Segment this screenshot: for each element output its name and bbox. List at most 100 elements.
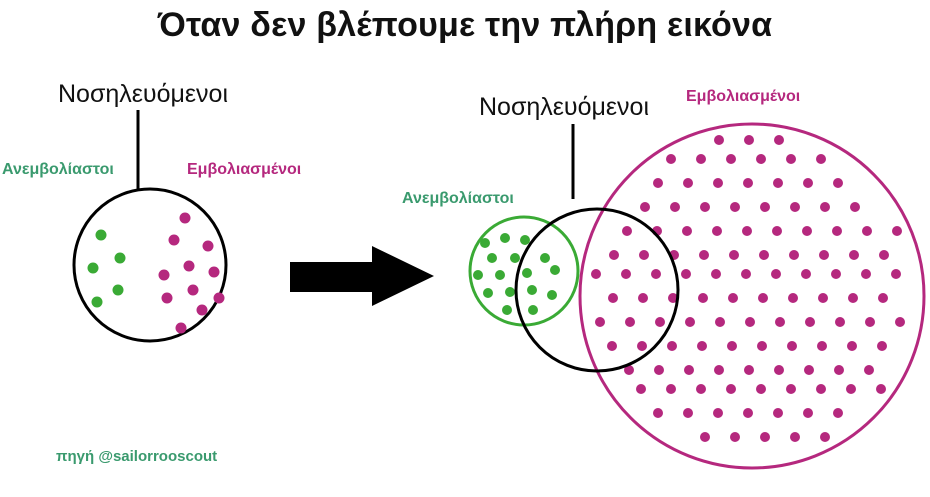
left-hospitalized-label: Νοσηλευόμενοι	[58, 80, 229, 108]
vaccinated-dot	[891, 269, 901, 279]
vaccinated-dot	[683, 178, 693, 188]
unvaccinated-dot	[114, 252, 126, 264]
unvaccinated-dot	[500, 233, 510, 243]
vaccinated-dot	[730, 202, 740, 212]
vaccinated-dot	[879, 250, 889, 260]
vaccinated-dot	[865, 317, 875, 327]
vaccinated-dot	[697, 341, 707, 351]
vaccinated-dot	[179, 212, 191, 224]
vaccinated-dot	[696, 154, 706, 164]
vaccinated-dot	[862, 226, 872, 236]
vaccinated-dot	[729, 250, 739, 260]
vaccinated-dot	[759, 250, 769, 260]
vaccinated-dot	[654, 365, 664, 375]
unvaccinated-dot	[112, 284, 124, 296]
right-hospitalized-circle	[514, 207, 680, 373]
unvaccinated-dot	[502, 305, 512, 315]
vaccinated-dot	[653, 408, 663, 418]
right-vaccinated-dots	[591, 135, 905, 442]
unvaccinated-dot	[87, 262, 99, 274]
vaccinated-dot	[667, 341, 677, 351]
vaccinated-dot	[817, 341, 827, 351]
unvaccinated-dot	[550, 265, 560, 275]
left-unvaccinated-label: Ανεμβολίαστοι	[2, 161, 114, 178]
vaccinated-dot	[892, 226, 902, 236]
vaccinated-dot	[640, 202, 650, 212]
vaccinated-dot	[816, 384, 826, 394]
vaccinated-dot	[744, 135, 754, 145]
right-hospitalized-label: Νοσηλευόμενοι	[479, 93, 650, 121]
vaccinated-dot	[805, 317, 815, 327]
vaccinated-dot	[774, 365, 784, 375]
vaccinated-dot	[772, 226, 782, 236]
vaccinated-dot	[774, 135, 784, 145]
vaccinated-dot	[685, 317, 695, 327]
unvaccinated-dot	[547, 290, 557, 300]
unvaccinated-dot	[483, 288, 493, 298]
vaccinated-dot	[595, 317, 605, 327]
vaccinated-dot	[639, 250, 649, 260]
vaccinated-dot	[607, 341, 617, 351]
vaccinated-dot	[666, 384, 676, 394]
vaccinated-dot	[820, 432, 830, 442]
vaccinated-dot	[760, 202, 770, 212]
vaccinated-dot	[786, 154, 796, 164]
vaccinated-dot	[622, 226, 632, 236]
vaccinated-dot	[786, 384, 796, 394]
vaccinated-dot	[864, 365, 874, 375]
left-unvaccinated-dots	[87, 229, 126, 308]
vaccinated-dot	[757, 341, 767, 351]
vaccinated-dot	[790, 202, 800, 212]
unvaccinated-dot	[91, 296, 103, 308]
vaccinated-dot	[804, 365, 814, 375]
vaccinated-dot	[698, 293, 708, 303]
vaccinated-dot	[743, 178, 753, 188]
vaccinated-dot	[848, 293, 858, 303]
vaccinated-dot	[715, 317, 725, 327]
left-hospitalized-circle	[72, 187, 228, 343]
vaccinated-dot	[183, 260, 195, 272]
arrow-right-icon	[290, 246, 434, 306]
vaccinated-dot	[743, 408, 753, 418]
vaccinated-dot	[700, 202, 710, 212]
vaccinated-dot	[714, 135, 724, 145]
left-vaccinated-dots	[158, 212, 225, 334]
vaccinated-dot	[683, 408, 693, 418]
vaccinated-dot	[653, 178, 663, 188]
vaccinated-dot	[833, 408, 843, 418]
vaccinated-dot	[625, 317, 635, 327]
vaccinated-dot	[744, 365, 754, 375]
vaccinated-dot	[591, 269, 601, 279]
vaccinated-dot	[760, 432, 770, 442]
unvaccinated-dot	[527, 285, 537, 295]
vaccinated-dot	[787, 341, 797, 351]
vaccinated-dot	[789, 250, 799, 260]
vaccinated-dot	[730, 432, 740, 442]
vaccinated-dot	[816, 154, 826, 164]
vaccinated-dot	[788, 293, 798, 303]
vaccinated-dot	[818, 293, 828, 303]
vaccinated-dot	[742, 226, 752, 236]
vaccinated-dot	[835, 317, 845, 327]
vaccinated-dot	[846, 384, 856, 394]
vaccinated-dot	[726, 154, 736, 164]
unvaccinated-dot	[487, 253, 497, 263]
vaccinated-dot	[820, 202, 830, 212]
right-unvaccinated-dots	[473, 233, 560, 315]
vaccinated-dot	[861, 269, 871, 279]
vaccinated-dot	[802, 226, 812, 236]
unvaccinated-dot	[480, 238, 490, 248]
vaccinated-dot	[696, 384, 706, 394]
right-vaccinated-label: Εμβολιασμένοι	[686, 88, 801, 105]
vaccinated-dot	[878, 293, 888, 303]
vaccinated-dot	[714, 365, 724, 375]
vaccinated-dot	[668, 293, 678, 303]
vaccinated-dot	[758, 293, 768, 303]
vaccinated-dot	[803, 178, 813, 188]
vaccinated-dot	[803, 408, 813, 418]
vaccinated-dot	[621, 269, 631, 279]
unvaccinated-dot	[473, 270, 483, 280]
vaccinated-dot	[712, 226, 722, 236]
vaccinated-dot	[756, 154, 766, 164]
unvaccinated-dot	[540, 253, 550, 263]
